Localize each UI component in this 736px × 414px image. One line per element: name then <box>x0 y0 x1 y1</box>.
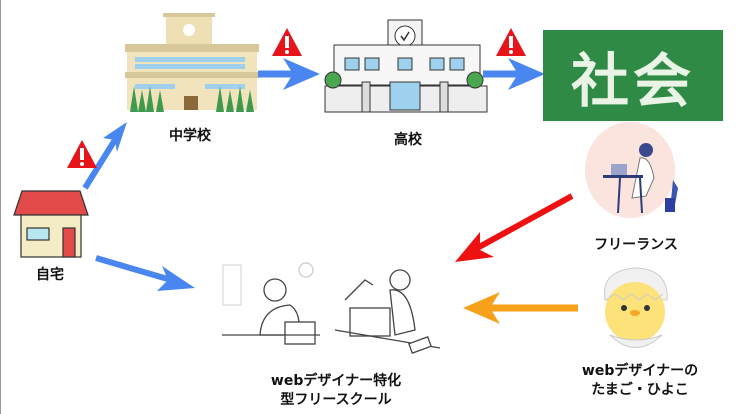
free-school-illustration <box>222 262 441 354</box>
arrow-middle-to-high-school <box>258 58 320 90</box>
free-school-label-line1: webデザイナー特化 <box>270 373 402 389</box>
high-school-label: 高校 <box>394 132 422 148</box>
high-school-illustration <box>324 19 488 113</box>
warning-icon <box>67 140 97 168</box>
middle-school-label: 中学校 <box>169 128 211 144</box>
society-board: 社会 <box>543 30 723 121</box>
home-illustration <box>13 190 89 258</box>
middle-school-illustration <box>125 13 259 112</box>
arrow-home-to-free-school <box>95 255 195 291</box>
freelance-illustration <box>585 122 678 218</box>
arrow-home-to-middle-school <box>82 122 127 190</box>
warning-icon <box>496 28 526 56</box>
beginner-label-line2: たまご・ひよこ <box>591 382 689 398</box>
arrow-freelance-to-free-school <box>455 193 574 262</box>
arrow-high-school-to-society <box>483 58 545 90</box>
chick-illustration <box>603 267 668 348</box>
free-school-label-line2: 型フリースクール <box>280 392 392 408</box>
free-school-label: webデザイナー特化 型フリースクール <box>271 372 401 410</box>
freelance-label: フリーランス <box>594 237 678 253</box>
arrow-beginner-to-free-school <box>463 292 578 324</box>
home-label: 自宅 <box>36 267 64 283</box>
beginner-label: webデザイナーの たまご・ひよこ <box>582 362 698 400</box>
warning-icon <box>272 28 302 56</box>
beginner-label-line1: webデザイナーの <box>581 363 699 379</box>
